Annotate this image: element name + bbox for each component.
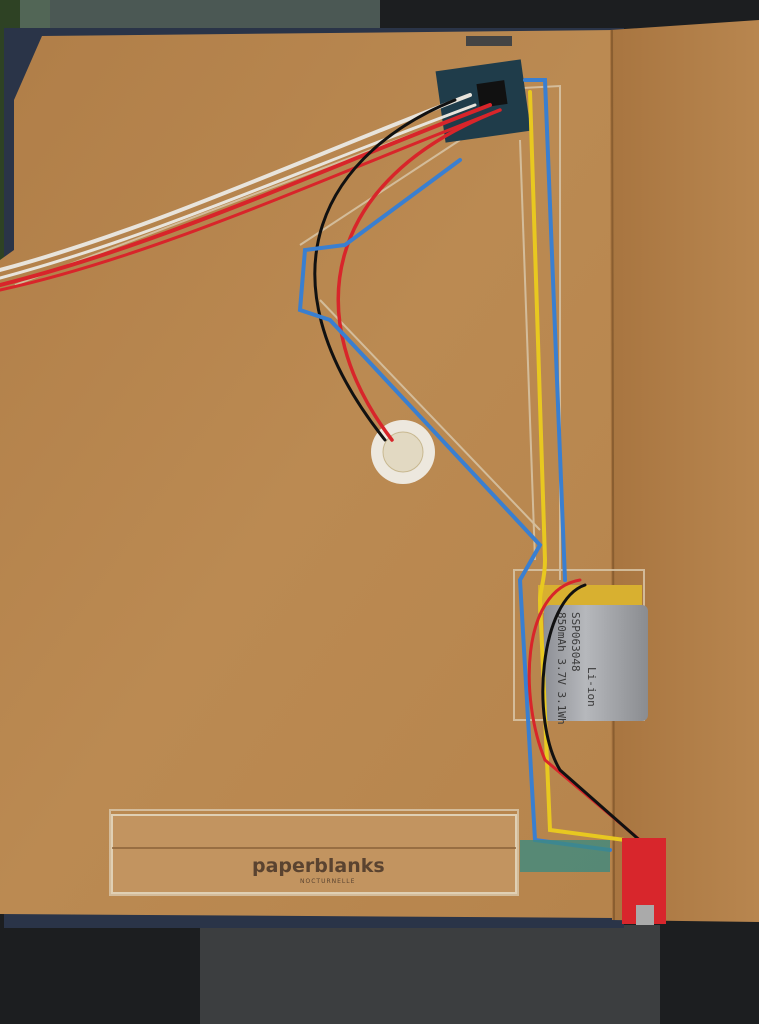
led-strip [520,840,610,872]
battery-chemistry: Li-ion [585,667,598,707]
paperblanks-logo: paperblanks [252,855,385,877]
battery-specs: 850mAh 3.7V 3.1Wh [555,612,568,725]
paperblanks-strip [111,814,517,894]
paperblanks-sublogo: NOCTURNELLE [300,878,355,885]
cardboard-panel [0,30,615,918]
battery [544,605,648,721]
book-cover-flap [610,20,759,922]
battery-model: SSP063048 [569,612,582,672]
wires [0,78,647,852]
fabric-background [200,925,660,1024]
